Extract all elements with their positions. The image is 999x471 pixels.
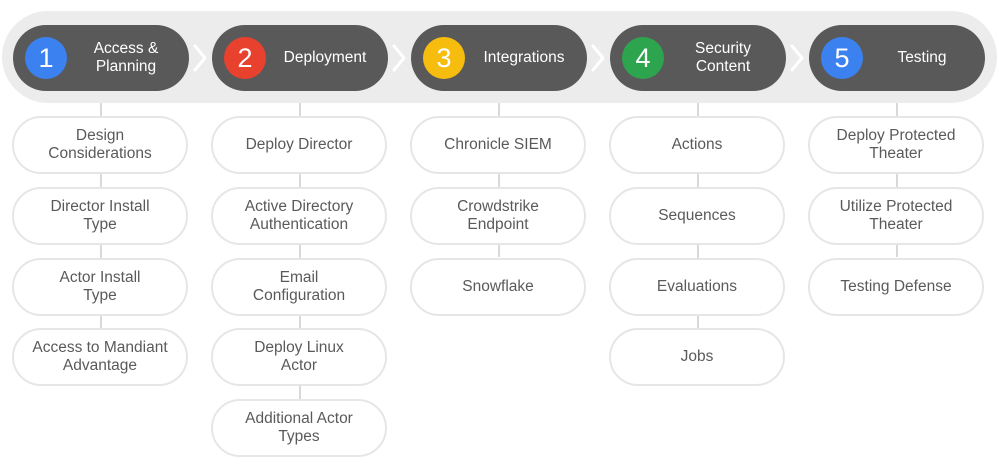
task-design-considerations: Design Considerations bbox=[12, 116, 188, 174]
phase-3-number: 3 bbox=[423, 37, 465, 79]
task-chronicle-siem: Chronicle SIEM bbox=[410, 116, 586, 174]
phase-2-connector bbox=[299, 103, 301, 399]
phase-2: 2 Deployment bbox=[212, 25, 388, 91]
task-email-configuration: Email Configuration bbox=[211, 258, 387, 316]
task-deploy-protected-theater: Deploy Protected Theater bbox=[808, 116, 984, 174]
phase-2-label: Deployment bbox=[283, 49, 367, 66]
task-utilize-protected-theater: Utilize Protected Theater bbox=[808, 187, 984, 245]
chevron-right-icon bbox=[392, 44, 406, 72]
task-evaluations: Evaluations bbox=[609, 258, 785, 316]
phase-5-connector bbox=[896, 103, 898, 257]
task-jobs: Jobs bbox=[609, 328, 785, 386]
task-access-to-mandiant-advantage: Access to Mandiant Advantage bbox=[12, 328, 188, 386]
task-crowdstrike-endpoint: Crowdstrike Endpoint bbox=[410, 187, 586, 245]
task-actions: Actions bbox=[609, 116, 785, 174]
chevron-right-icon bbox=[591, 44, 605, 72]
task-actor-install-type: Actor Install Type bbox=[12, 258, 188, 316]
phase-4: 4 Security Content bbox=[610, 25, 786, 91]
task-active-directory-authentication: Active Directory Authentication bbox=[211, 187, 387, 245]
task-sequences: Sequences bbox=[609, 187, 785, 245]
phase-1-label: Access & Planning bbox=[93, 40, 159, 75]
phase-3-connector bbox=[498, 103, 500, 257]
task-deploy-director: Deploy Director bbox=[211, 116, 387, 174]
phase-5: 5 Testing bbox=[809, 25, 985, 91]
phase-3-label: Integrations bbox=[483, 49, 565, 66]
chevron-right-icon bbox=[193, 44, 207, 72]
phase-4-number: 4 bbox=[622, 37, 664, 79]
task-deploy-linux-actor: Deploy Linux Actor bbox=[211, 328, 387, 386]
task-testing-defense: Testing Defense bbox=[808, 258, 984, 316]
phase-2-number: 2 bbox=[224, 37, 266, 79]
phase-3: 3 Integrations bbox=[411, 25, 587, 91]
phase-4-label: Security Content bbox=[695, 40, 751, 75]
phase-5-number: 5 bbox=[821, 37, 863, 79]
task-director-install-type: Director Install Type bbox=[12, 187, 188, 245]
task-snowflake: Snowflake bbox=[410, 258, 586, 316]
phase-1: 1 Access & Planning bbox=[13, 25, 189, 91]
task-additional-actor-types: Additional Actor Types bbox=[211, 399, 387, 457]
phase-1-number: 1 bbox=[25, 37, 67, 79]
phase-5-label: Testing bbox=[897, 49, 947, 66]
chevron-right-icon bbox=[790, 44, 804, 72]
